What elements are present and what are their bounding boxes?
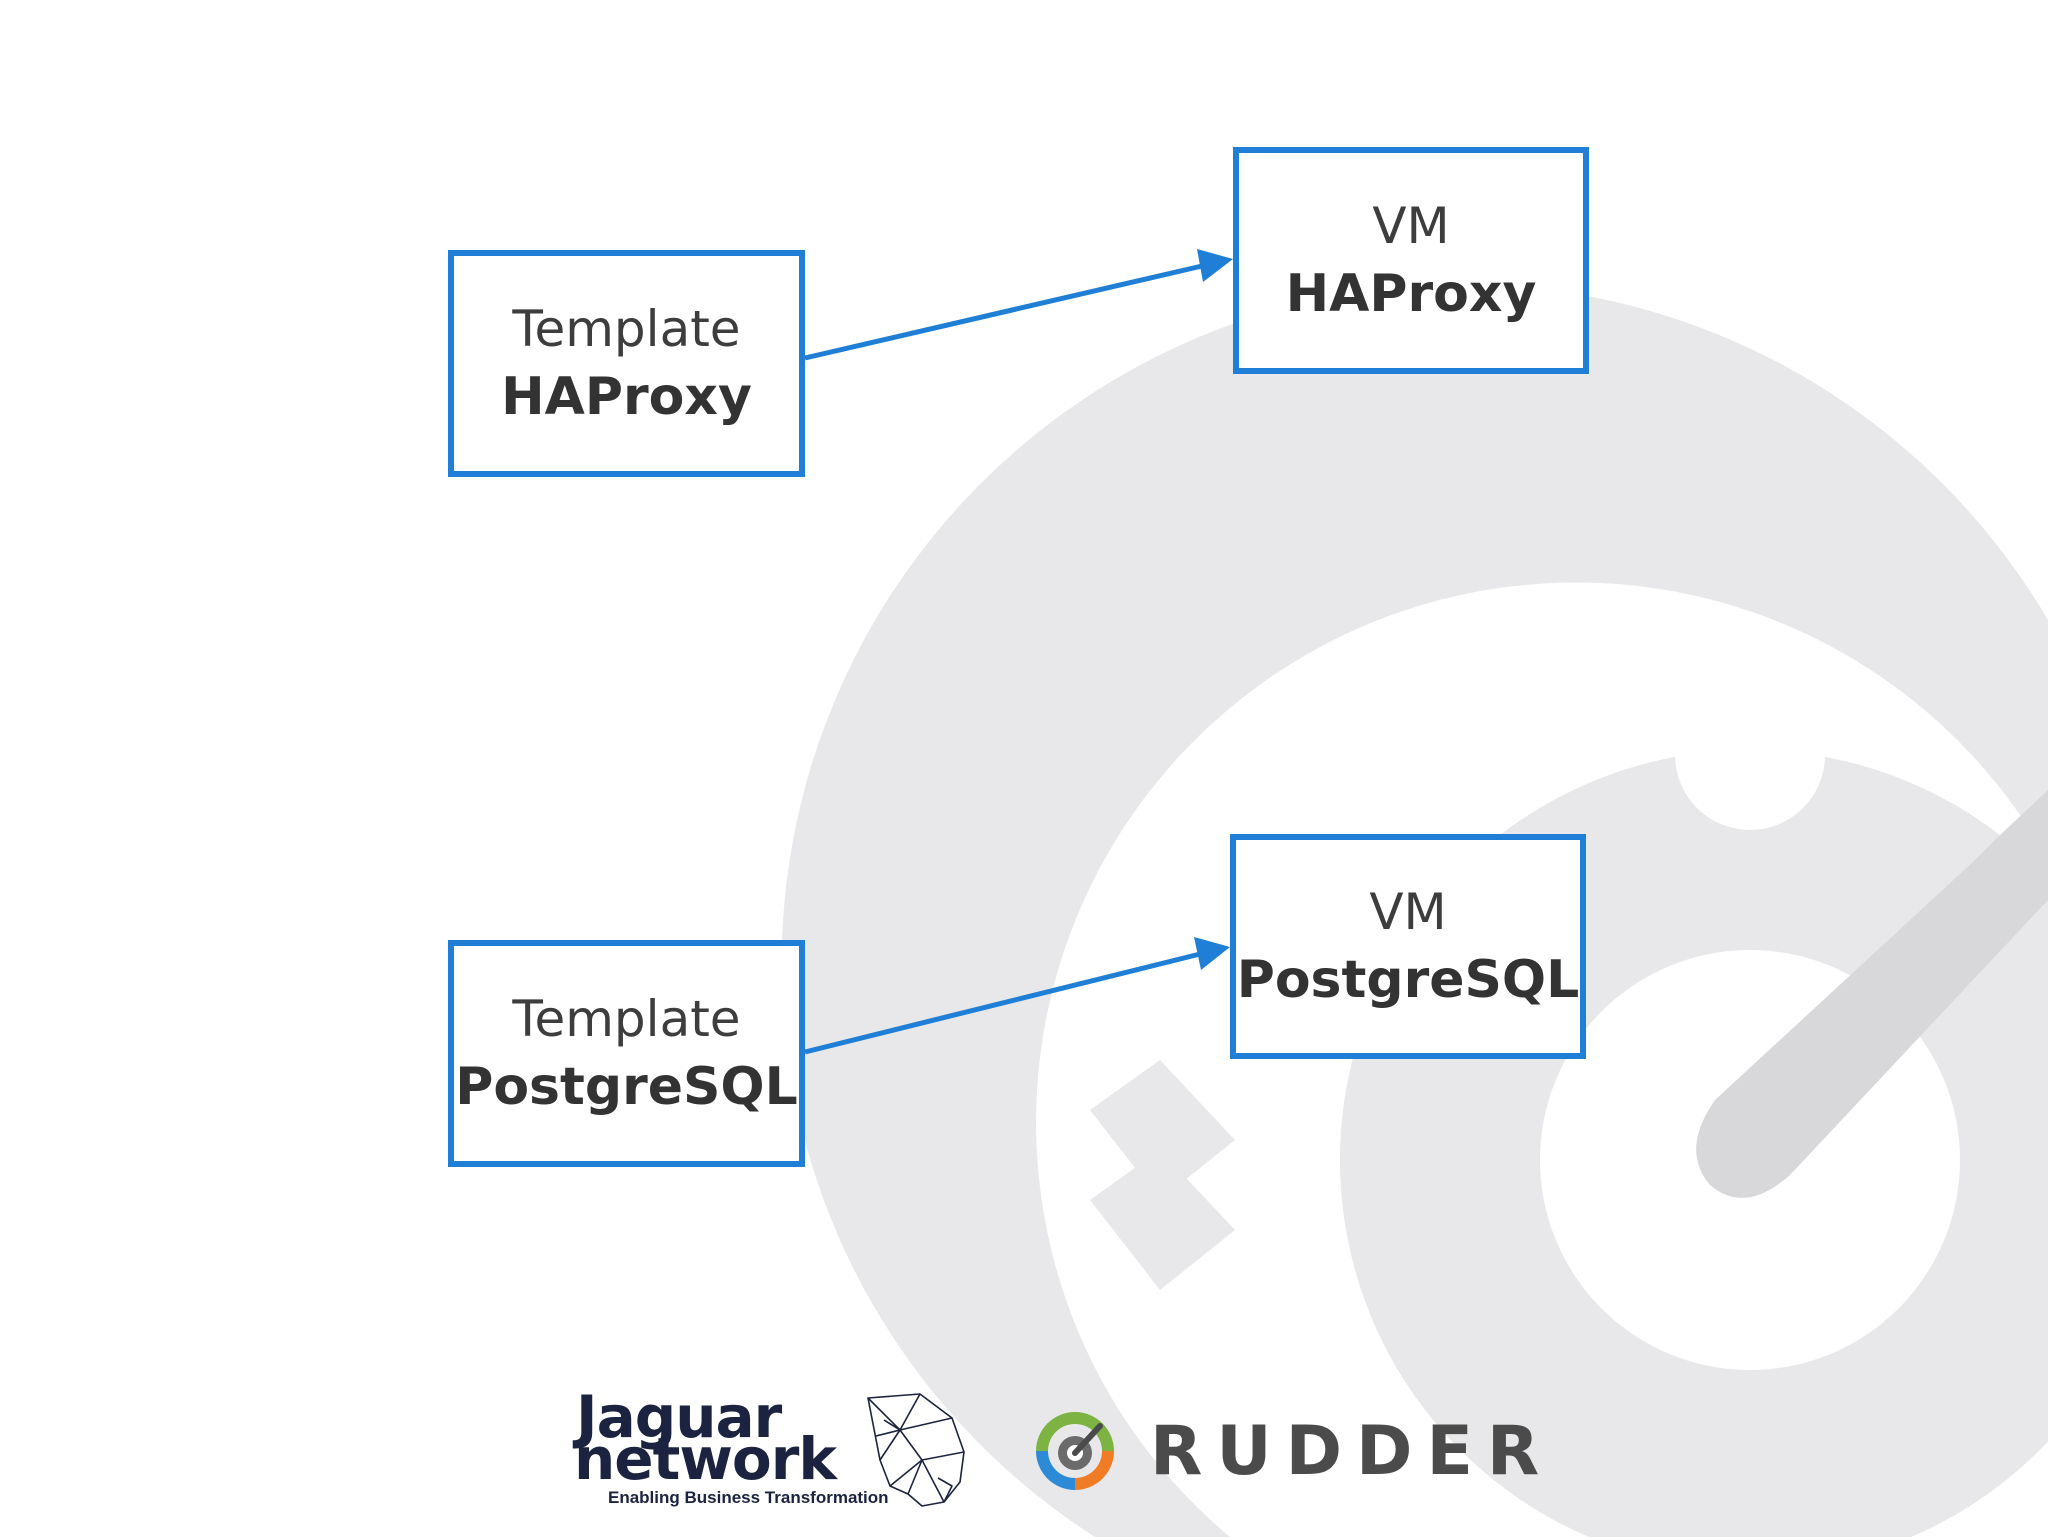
jaguar-tagline: Enabling Business Transformation — [608, 1488, 889, 1508]
node-kind-label: Template — [512, 986, 740, 1052]
jaguar-head-icon — [860, 1390, 970, 1510]
rudder-wordmark: RUDDER — [1150, 1414, 1553, 1490]
node-template-postgresql[interactable]: Template PostgreSQL — [448, 940, 805, 1167]
jaguar-logo-word: network — [574, 1430, 836, 1488]
node-kind-label: VM — [1372, 193, 1449, 259]
node-name-label: PostgreSQL — [455, 1052, 798, 1122]
node-name-label: PostgreSQL — [1237, 945, 1580, 1015]
arrowhead-icon — [1197, 249, 1233, 282]
node-vm-postgresql[interactable]: VM PostgreSQL — [1230, 834, 1586, 1059]
edge-haproxy — [805, 249, 1233, 358]
node-vm-haproxy[interactable]: VM HAProxy — [1233, 147, 1589, 374]
node-name-label: HAProxy — [1286, 259, 1537, 329]
jaguar-network-logo: Jaguar network Enabling Business Transfo… — [570, 1390, 970, 1520]
node-kind-label: VM — [1369, 879, 1446, 945]
node-kind-label: Template — [512, 296, 740, 362]
edge-postgresql — [805, 937, 1230, 1052]
node-template-haproxy[interactable]: Template HAProxy — [448, 250, 805, 477]
arrowhead-icon — [1194, 937, 1230, 970]
rudder-logo: RUDDER — [1030, 1406, 1530, 1506]
node-name-label: HAProxy — [501, 362, 752, 432]
footer-logos: Jaguar network Enabling Business Transfo… — [570, 1390, 1530, 1520]
rudder-gauge-icon — [1030, 1406, 1120, 1496]
